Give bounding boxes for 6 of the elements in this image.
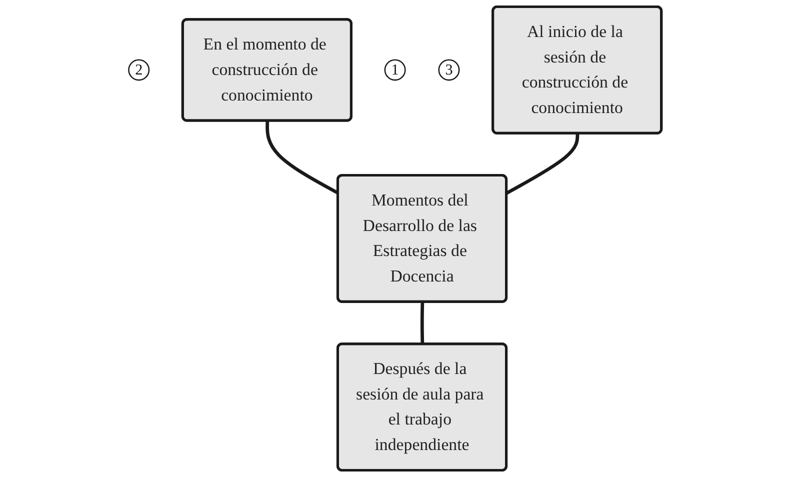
node-circle: 1 xyxy=(384,59,406,81)
connector xyxy=(266,120,340,195)
node-circle: 3 xyxy=(438,59,460,81)
connector xyxy=(420,302,425,344)
connector xyxy=(506,134,580,195)
node-circle: 2 xyxy=(128,59,150,81)
